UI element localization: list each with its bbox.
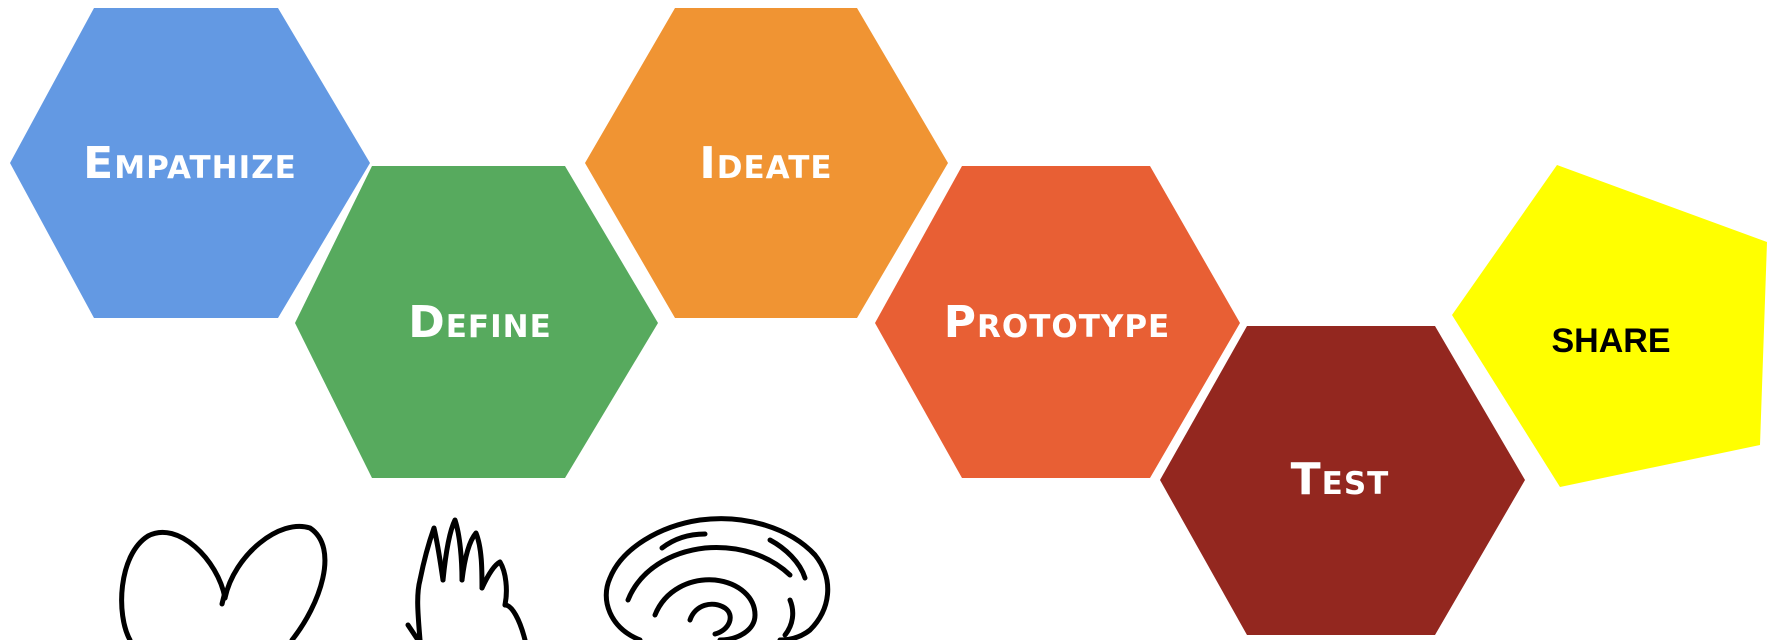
share-label: SHARE <box>1551 322 1670 360</box>
empathize-hexagon <box>10 8 370 318</box>
stage-ideate: Ideate <box>585 8 948 318</box>
test-hexagon <box>1160 326 1525 635</box>
stage-define: Define <box>295 166 658 478</box>
ideate-label: Ideate <box>699 138 832 189</box>
hand-icon <box>405 517 528 640</box>
test-label: Test <box>1291 454 1390 505</box>
stage-empathize: Empathize <box>10 8 370 318</box>
stage-share: SHARE <box>1452 165 1767 487</box>
heart-icon <box>119 523 328 640</box>
share-pentagon <box>1452 165 1767 487</box>
define-hexagon <box>295 166 658 478</box>
define-label: Define <box>408 297 552 348</box>
stage-test: Test <box>1160 326 1525 635</box>
ideate-hexagon <box>585 8 948 318</box>
brain-icon <box>603 516 831 640</box>
stage-prototype: Prototype <box>875 166 1240 478</box>
prototype-hexagon <box>875 166 1240 478</box>
prototype-label: Prototype <box>944 297 1170 348</box>
empathize-label: Empathize <box>83 138 297 189</box>
